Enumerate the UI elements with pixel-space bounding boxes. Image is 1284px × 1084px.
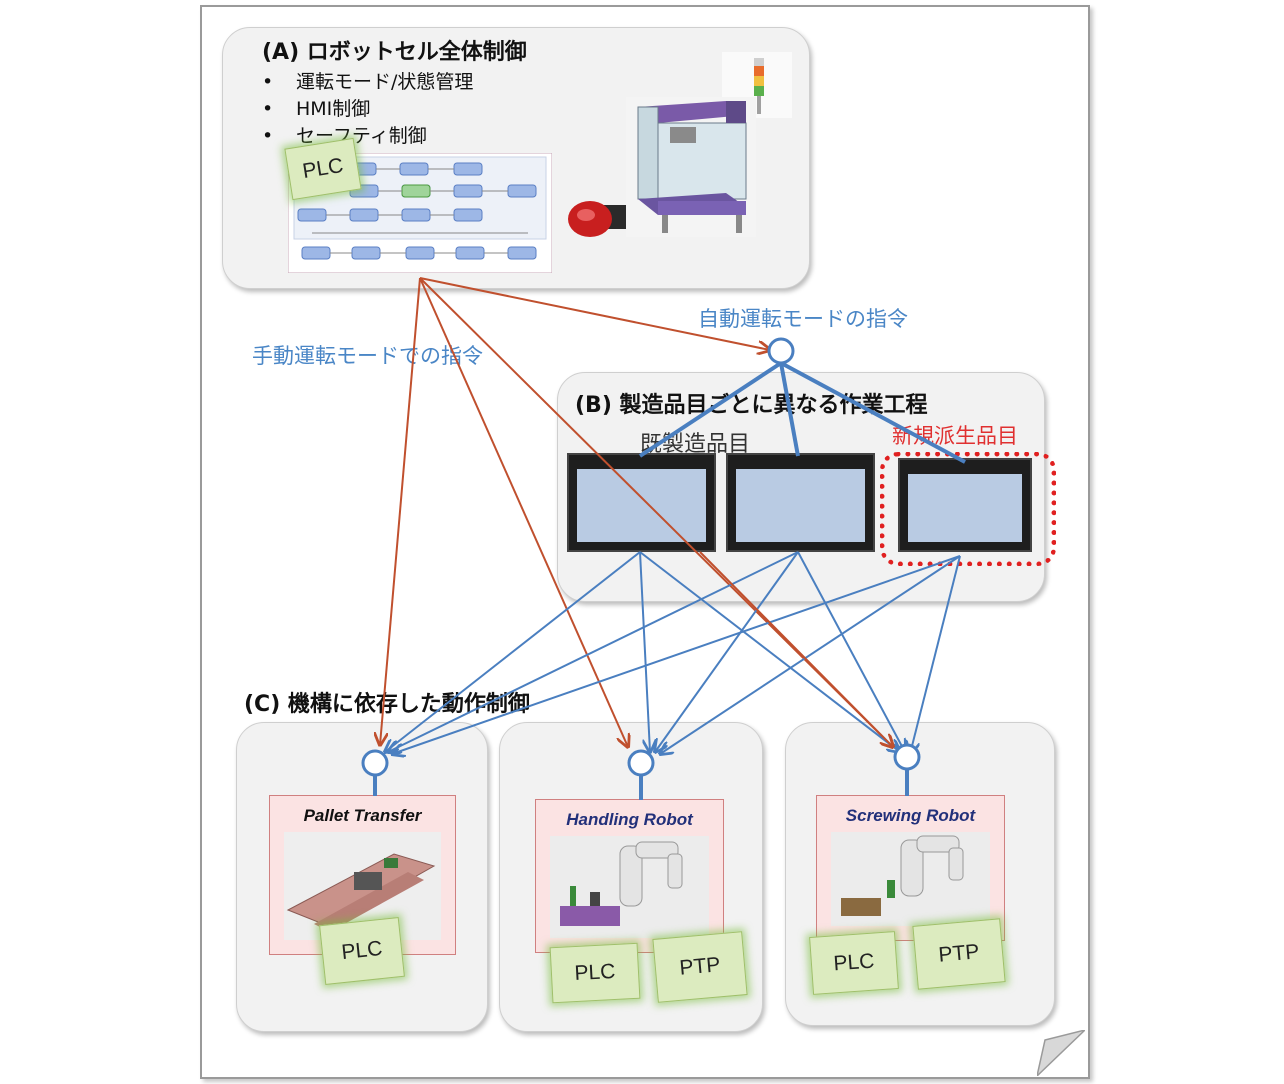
new-product-highlight bbox=[880, 452, 1056, 566]
manual-mode-label: 手動運転モードでの指令 bbox=[252, 344, 483, 368]
page-fold bbox=[1037, 1030, 1085, 1076]
section-a-title: (A) ロボットセル全体制御 bbox=[262, 40, 527, 65]
bullet-item: •HMI制御 bbox=[262, 98, 371, 120]
process-screen bbox=[726, 453, 875, 552]
section-c-title: (C) 機構に依存した動作制御 bbox=[244, 692, 530, 717]
handling-robot-image bbox=[550, 836, 709, 938]
emergency-stop-icon bbox=[568, 201, 626, 237]
mechanism-card-handling-robot: Handling Robot bbox=[535, 799, 724, 953]
mechanism-card-screwing-robot: Screwing Robot bbox=[816, 795, 1005, 941]
mechanism-name: Handling Robot bbox=[566, 810, 693, 829]
mechanism-name: Pallet Transfer bbox=[303, 806, 422, 825]
screwing-robot-image bbox=[831, 832, 990, 926]
auto-mode-label: 自動運転モードの指令 bbox=[698, 307, 908, 331]
bullet-item: •運転モード/状態管理 bbox=[262, 71, 474, 93]
process-screen-new bbox=[898, 458, 1032, 552]
auto-mode-interface-node bbox=[767, 337, 795, 365]
screwing-robot-interface-node bbox=[893, 743, 921, 771]
robot-cell-frame-image bbox=[626, 97, 756, 237]
mechanism-name: Screwing Robot bbox=[845, 806, 976, 825]
pallet-transfer-interface-node bbox=[361, 749, 389, 777]
mechanism-card-pallet-transfer: Pallet Transfer bbox=[269, 795, 456, 955]
section-b-title: (B) 製造品目ごとに異なる作業工程 bbox=[575, 393, 928, 418]
process-screen bbox=[567, 453, 716, 552]
handling-robot-interface-node bbox=[627, 749, 655, 777]
conveyor-image bbox=[284, 832, 441, 940]
